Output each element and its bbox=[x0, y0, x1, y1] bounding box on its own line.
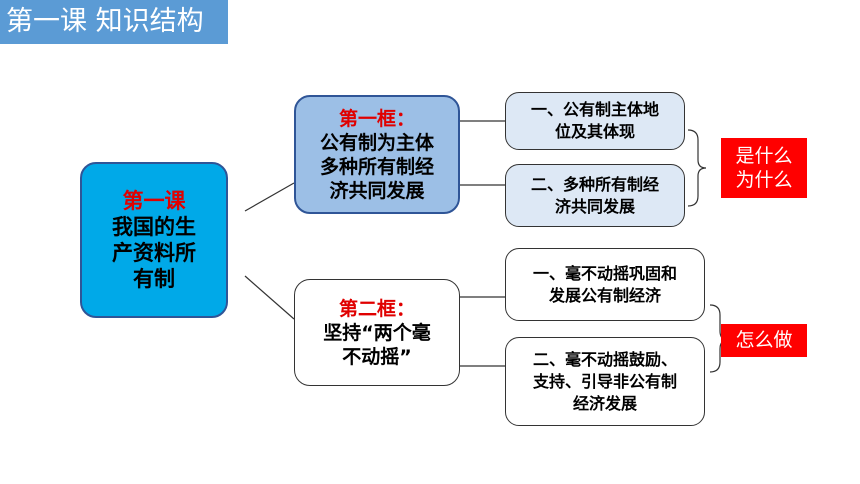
root-node: 第一课 我国的生 产资料所 有制 bbox=[80, 162, 228, 318]
root-line: 我国的生 bbox=[112, 215, 196, 239]
tag-what-why: 是什么 为什么 bbox=[721, 138, 807, 198]
branch-node-1: 第一框： 公有制为主体 多种所有制经 济共同发展 bbox=[294, 95, 460, 214]
leaf-line: 济共同发展 bbox=[554, 196, 635, 216]
leaf-node-2-2: 二、毫不动摇鼓励、 支持、引导非公有制 经济发展 bbox=[505, 337, 705, 426]
leaf-line: 发展公有制经济 bbox=[548, 285, 661, 305]
tag-line: 怎么做 bbox=[735, 329, 793, 351]
root-line: 有制 bbox=[133, 267, 175, 291]
leaf-line: 经济发展 bbox=[572, 393, 637, 413]
leaf-node-2-1: 一、毫不动摇巩固和 发展公有制经济 bbox=[505, 248, 705, 321]
tag-line: 为什么 bbox=[735, 169, 793, 191]
branch-node-2: 第二框： 坚持“两个毫 不动摇” bbox=[294, 279, 460, 386]
branch-1-line: 济共同发展 bbox=[329, 179, 425, 202]
leaf-line: 位及其体现 bbox=[554, 122, 635, 141]
leaf-node-1-1: 一、公有制主体地 位及其体现 bbox=[505, 92, 685, 150]
leaf-line: 二、毫不动摇鼓励、 bbox=[532, 349, 677, 369]
leaf-line: 一、公有制主体地 bbox=[530, 100, 659, 119]
leaf-node-1-2: 二、多种所有制经 济共同发展 bbox=[505, 164, 685, 227]
tag-how: 怎么做 bbox=[721, 324, 807, 357]
branch-1-heading: 第一框： bbox=[338, 107, 415, 130]
tag-line: 是什么 bbox=[735, 145, 793, 167]
branch-1-line: 公有制为主体 bbox=[319, 131, 434, 154]
root-heading: 第一课 bbox=[122, 189, 186, 213]
brace-branch1 bbox=[687, 129, 707, 207]
page-title: 第一课 知识结构 bbox=[0, 0, 228, 44]
connector-root-branch2 bbox=[244, 275, 295, 320]
leaf-line: 一、毫不动摇巩固和 bbox=[532, 263, 677, 283]
branch-1-line: 多种所有制经 bbox=[319, 155, 434, 178]
branch-2-heading: 第二框： bbox=[338, 297, 415, 320]
branch-2-line: 不动摇” bbox=[342, 345, 412, 368]
leaf-line: 支持、引导非公有制 bbox=[532, 371, 677, 391]
root-line: 产资料所 bbox=[112, 241, 196, 265]
connector-root-branch1 bbox=[244, 182, 295, 212]
branch-2-line: 坚持“两个毫 bbox=[323, 321, 431, 344]
leaf-line: 二、多种所有制经 bbox=[530, 174, 659, 194]
